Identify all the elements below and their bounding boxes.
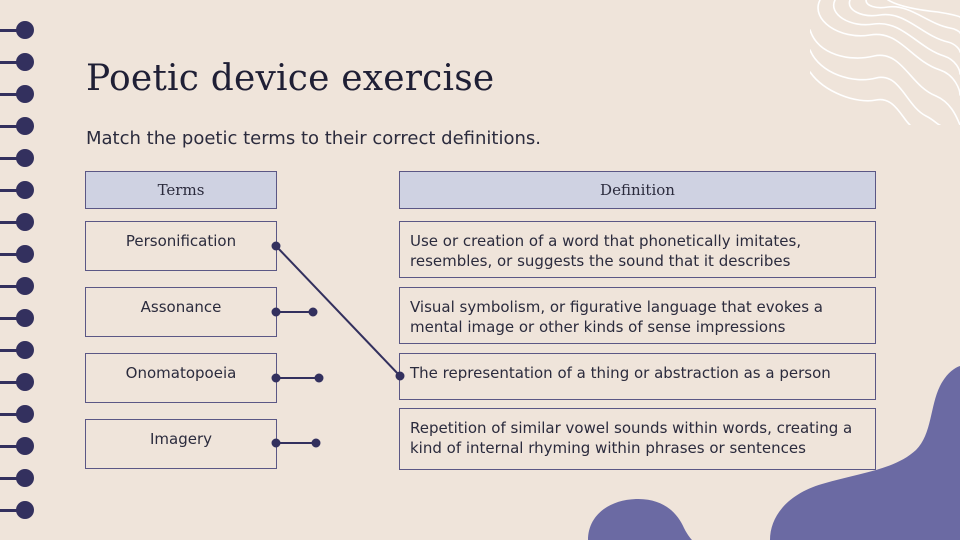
binding-ring [0,181,34,199]
binding-ring [0,277,34,295]
definition-cell-4[interactable]: Repetition of similar vowel sounds withi… [399,408,876,470]
connector-dot[interactable] [314,373,324,383]
connector-dot[interactable] [271,373,281,383]
page-title: Poetic device exercise [86,58,495,99]
connector-dot[interactable] [395,371,405,381]
connector-dot[interactable] [271,241,281,251]
definition-cell-1[interactable]: Use or creation of a word that phonetica… [399,221,876,278]
binding-ring [0,469,34,487]
binding-ring [0,53,34,71]
connector-dot[interactable] [271,438,281,448]
binding-ring [0,21,34,39]
binding-ring [0,373,34,391]
binding-ring [0,341,34,359]
wavy-lines-decoration [810,0,960,125]
connector-dot[interactable] [311,438,321,448]
binding-ring [0,309,34,327]
binding-ring [0,405,34,423]
binding-ring [0,501,34,519]
binding-ring [0,437,34,455]
notebook-binding [0,0,40,540]
binding-ring [0,85,34,103]
terms-header: Terms [85,171,277,209]
match-line-personification[interactable] [275,245,401,377]
binding-ring [0,245,34,263]
definition-cell-2[interactable]: Visual symbolism, or figurative language… [399,287,876,344]
connector-dot[interactable] [271,307,281,317]
binding-ring [0,213,34,231]
definition-header: Definition [399,171,876,209]
connector-dot[interactable] [308,307,318,317]
binding-ring [0,117,34,135]
binding-ring [0,149,34,167]
blob-decoration [770,366,960,540]
instructions-text: Match the poetic terms to their correct … [86,128,541,149]
blob-decoration [588,498,692,540]
